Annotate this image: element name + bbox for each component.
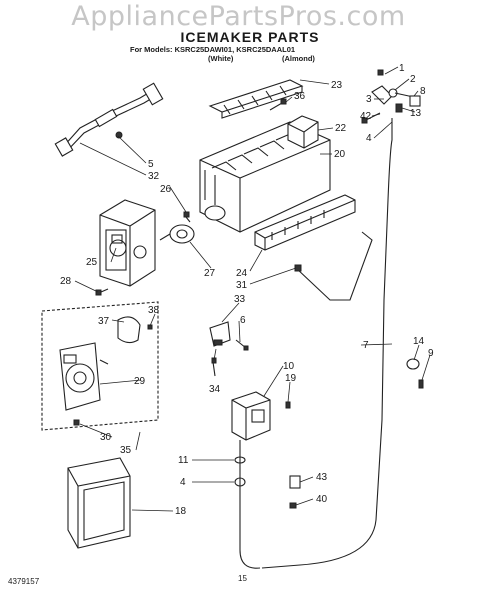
fill-cup-part [287,115,319,149]
callout-36: 36 [294,91,306,102]
callout-34: 34 [209,384,221,395]
water-tube-part [261,69,421,569]
callout-32: 32 [148,171,160,182]
callout-29: 29 [134,376,146,387]
variant-almond: (Almond) [282,54,315,63]
callout-23: 23 [331,80,343,91]
tube-clamp-part [406,358,424,389]
ice-mold-part [199,121,331,233]
callout-22: 22 [335,123,347,134]
callout-20: 20 [334,149,346,160]
ejector-part [208,79,304,119]
callout-24: 24 [236,268,248,279]
callout-33: 33 [234,294,246,305]
callout-31: 31 [236,280,248,291]
callout-5: 5 [148,159,154,170]
document-number: 4379157 [8,577,40,586]
callout-numbers: 1 2 3 4 5 6 7 8 9 10 11 13 14 18 19 20 2… [60,63,434,517]
valve-bracket-part [289,475,301,509]
callout-9: 9 [428,348,434,359]
diagram-title: ICEMAKER PARTS [180,29,320,45]
callout-42: 42 [360,111,372,122]
callout-11: 11 [178,455,189,466]
callout-2: 2 [410,74,416,85]
callout-35: 35 [120,445,132,456]
control-module-group [41,301,159,431]
housing-screw-part [95,211,191,296]
callout-8: 8 [420,86,426,97]
callout-4-lower: 4 [180,477,186,488]
wiring-harness-part [54,82,164,157]
callout-25: 25 [86,257,98,268]
watermark: AppliancePartsPros.com [71,1,406,32]
drive-motor-part [159,224,195,244]
leader-lines [74,66,431,512]
callout-27: 27 [204,268,216,279]
callout-19: 19 [285,373,297,384]
callout-18: 18 [175,506,187,517]
shutoff-arm-part [294,231,373,301]
valve-fitting-part [234,440,261,569]
model-list: For Models: KSRC25DAWI01, KSRC25DAAL01 [130,45,296,54]
water-valve-part [231,391,291,441]
callout-26: 26 [160,184,172,195]
callout-43: 43 [316,472,328,483]
thermostat-screw-part [211,357,217,377]
page-number: 15 [238,574,247,583]
variant-white: (White) [208,54,234,63]
stripper-part [254,194,356,251]
callout-10: 10 [283,361,295,372]
callout-7: 7 [363,340,369,351]
thermostat-part [209,321,249,351]
callout-14: 14 [413,336,425,347]
callout-6: 6 [240,315,246,326]
callout-30: 30 [100,432,112,443]
callout-38: 38 [148,305,160,316]
callout-3: 3 [366,94,372,105]
callout-4-upper: 4 [366,133,372,144]
access-cover-part [67,457,131,549]
callout-28: 28 [60,276,72,287]
motor-housing-part [99,199,156,287]
callout-37: 37 [98,316,110,327]
callout-13: 13 [410,108,422,119]
callout-40: 40 [316,494,328,505]
callout-1: 1 [399,63,405,74]
